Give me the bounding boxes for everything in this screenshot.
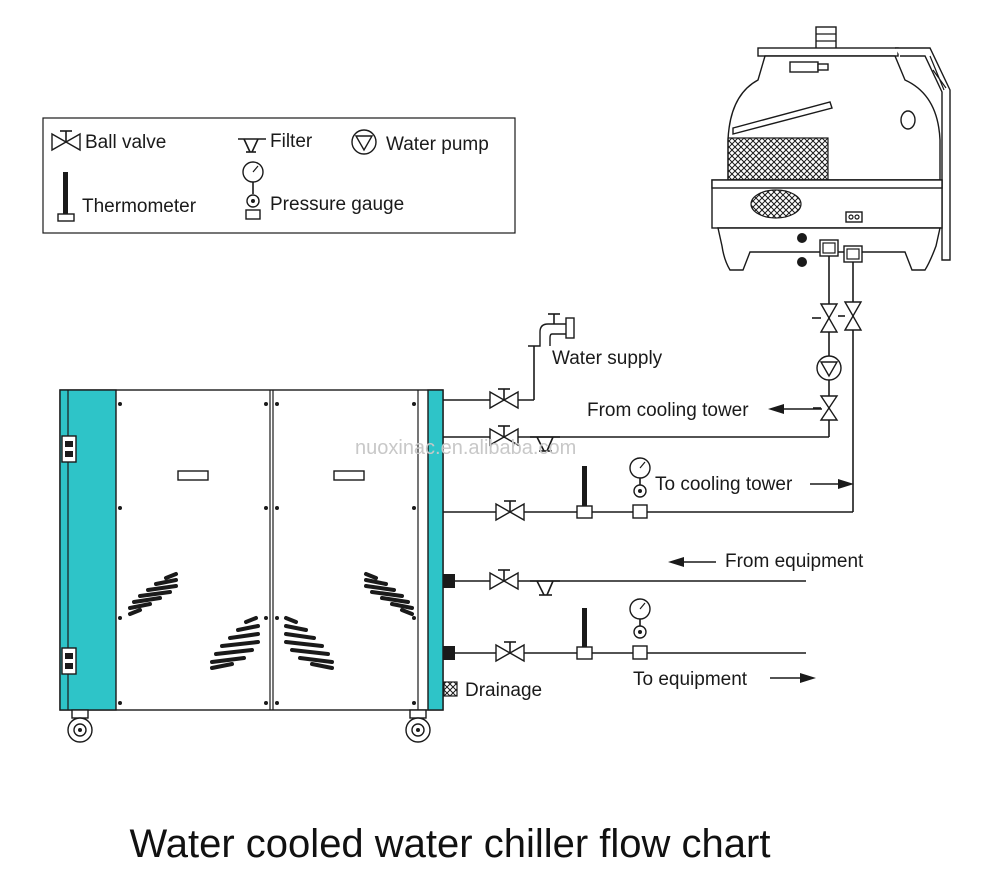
thermometer-icon (57, 172, 75, 222)
legend-thermometer-label: Thermometer (82, 196, 197, 217)
ball-valve-icon (812, 303, 839, 333)
caster-wheel (67, 709, 93, 743)
from-equipment-arrow (668, 557, 716, 567)
vent-louvres (128, 572, 414, 670)
thermometer-icon (576, 608, 593, 660)
to-equipment-line (443, 598, 806, 663)
to-tower-line (443, 457, 853, 522)
ball-valve-icon (489, 388, 519, 410)
pressure-gauge-icon (629, 457, 651, 519)
cooling-tower (711, 26, 951, 271)
right-accent-panel (427, 389, 444, 711)
pressure-gauge-icon (242, 161, 264, 220)
ball-valve-icon (51, 130, 81, 152)
water-pump-icon (351, 129, 377, 155)
filter-icon (530, 580, 560, 596)
to-equipment-arrow (770, 673, 816, 683)
ball-valve-icon (495, 500, 525, 522)
filter-icon (238, 138, 266, 153)
pressure-gauge-icon (629, 598, 651, 660)
drainage-icon (443, 681, 458, 697)
from-equipment-label: From equipment (725, 551, 864, 572)
watermark: nuoxinac.en.alibaba.com (355, 437, 576, 459)
caster-wheel (405, 709, 431, 743)
filter-icon (530, 436, 560, 452)
page-title: Water cooled water chiller flow chart (130, 822, 771, 866)
ball-valve-icon (838, 301, 863, 331)
ball-valve-icon (489, 425, 519, 447)
from-cooling-tower-label: From cooling tower (587, 400, 749, 421)
water-supply-label: Water supply (552, 348, 663, 369)
thermometer-icon (576, 466, 593, 519)
to-cooling-tower-label: To cooling tower (655, 474, 793, 495)
chiller-unit (59, 389, 444, 743)
ball-valve-icon (495, 641, 525, 663)
legend-box: Ball valve Filter Water pump Thermometer (42, 117, 516, 234)
faucet-icon (528, 313, 575, 347)
legend-filter-label: Filter (270, 131, 313, 152)
to-cooling-tower-arrow (810, 479, 854, 489)
ball-valve-icon (813, 395, 839, 421)
water-pump-icon (816, 355, 842, 381)
from-equipment-line (443, 569, 806, 596)
ball-valve-icon (489, 569, 519, 591)
legend-water-pump-label: Water pump (386, 134, 489, 155)
tower-piping (812, 256, 863, 512)
drainage-label: Drainage (465, 680, 542, 701)
legend-ball-valve-label: Ball valve (85, 132, 166, 153)
from-tower-return-line (443, 425, 829, 452)
water-supply-line (443, 313, 575, 410)
legend-pressure-gauge-label: Pressure gauge (270, 194, 404, 215)
from-cooling-tower-arrow (768, 404, 822, 414)
to-equipment-label: To equipment (633, 669, 748, 690)
